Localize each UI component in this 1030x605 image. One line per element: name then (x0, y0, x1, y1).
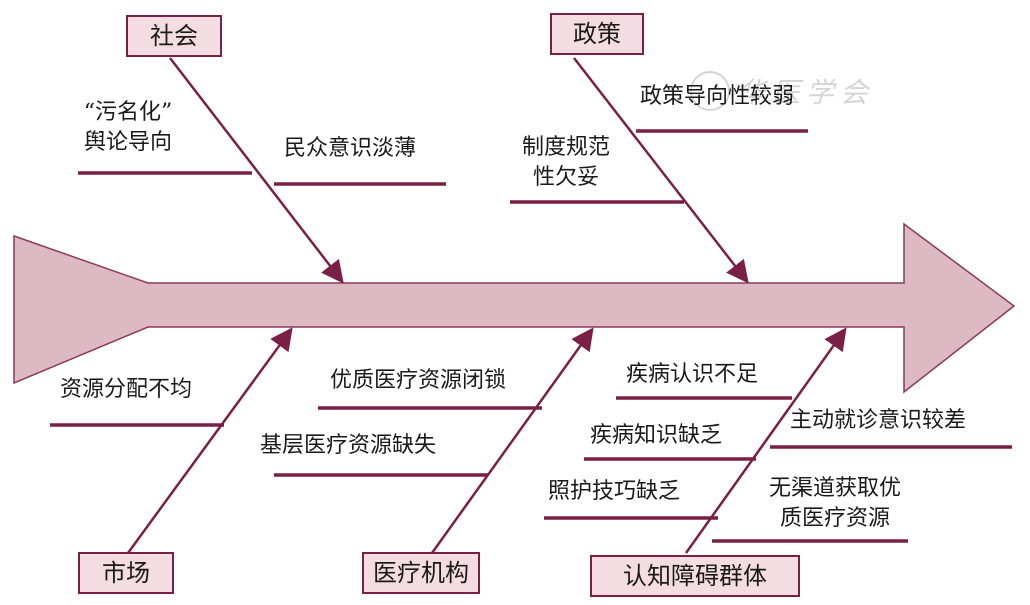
cause-system-norms: 制度规范 性欠妥 (521, 135, 610, 190)
cause-proactive-care: 主动就诊意识较差 (790, 408, 967, 433)
cause-stigma: “污名化” 舆论导向 (83, 100, 173, 155)
cause-grassroots-missing: 基层医疗资源缺失 (260, 433, 437, 458)
category-market: 市场 (78, 552, 174, 594)
watermark: 华医学会 (690, 68, 980, 114)
cognitive-bone (684, 327, 847, 554)
cause-policy-guidance: 政策导向性较弱 (640, 84, 795, 109)
category-policy: 政策 (550, 13, 644, 55)
cause-public-awareness: 民众意识淡薄 (284, 136, 417, 161)
category-cognitive: 认知障碍群体 (590, 555, 800, 597)
market-bone (126, 327, 293, 554)
medical-bone (430, 327, 594, 554)
cause-disease-knowledge: 疾病知识缺乏 (590, 423, 723, 448)
society-bone (169, 57, 344, 284)
category-medical: 医疗机构 (362, 552, 480, 594)
cause-disease-awareness: 疾病认识不足 (626, 362, 759, 387)
seal-icon (690, 71, 730, 111)
main-spine-arrow (13, 222, 1016, 394)
cause-no-channel: 无渠道获取优 质医疗资源 (768, 476, 901, 531)
category-society: 社会 (126, 15, 222, 57)
cause-resource-allocation: 资源分配不均 (60, 377, 193, 402)
cause-care-skills: 照护技巧缺乏 (548, 479, 681, 504)
cause-quality-locked: 优质医疗资源闭锁 (330, 368, 507, 393)
policy-bone (573, 57, 749, 284)
watermark-text: 华医学会 (738, 76, 875, 109)
